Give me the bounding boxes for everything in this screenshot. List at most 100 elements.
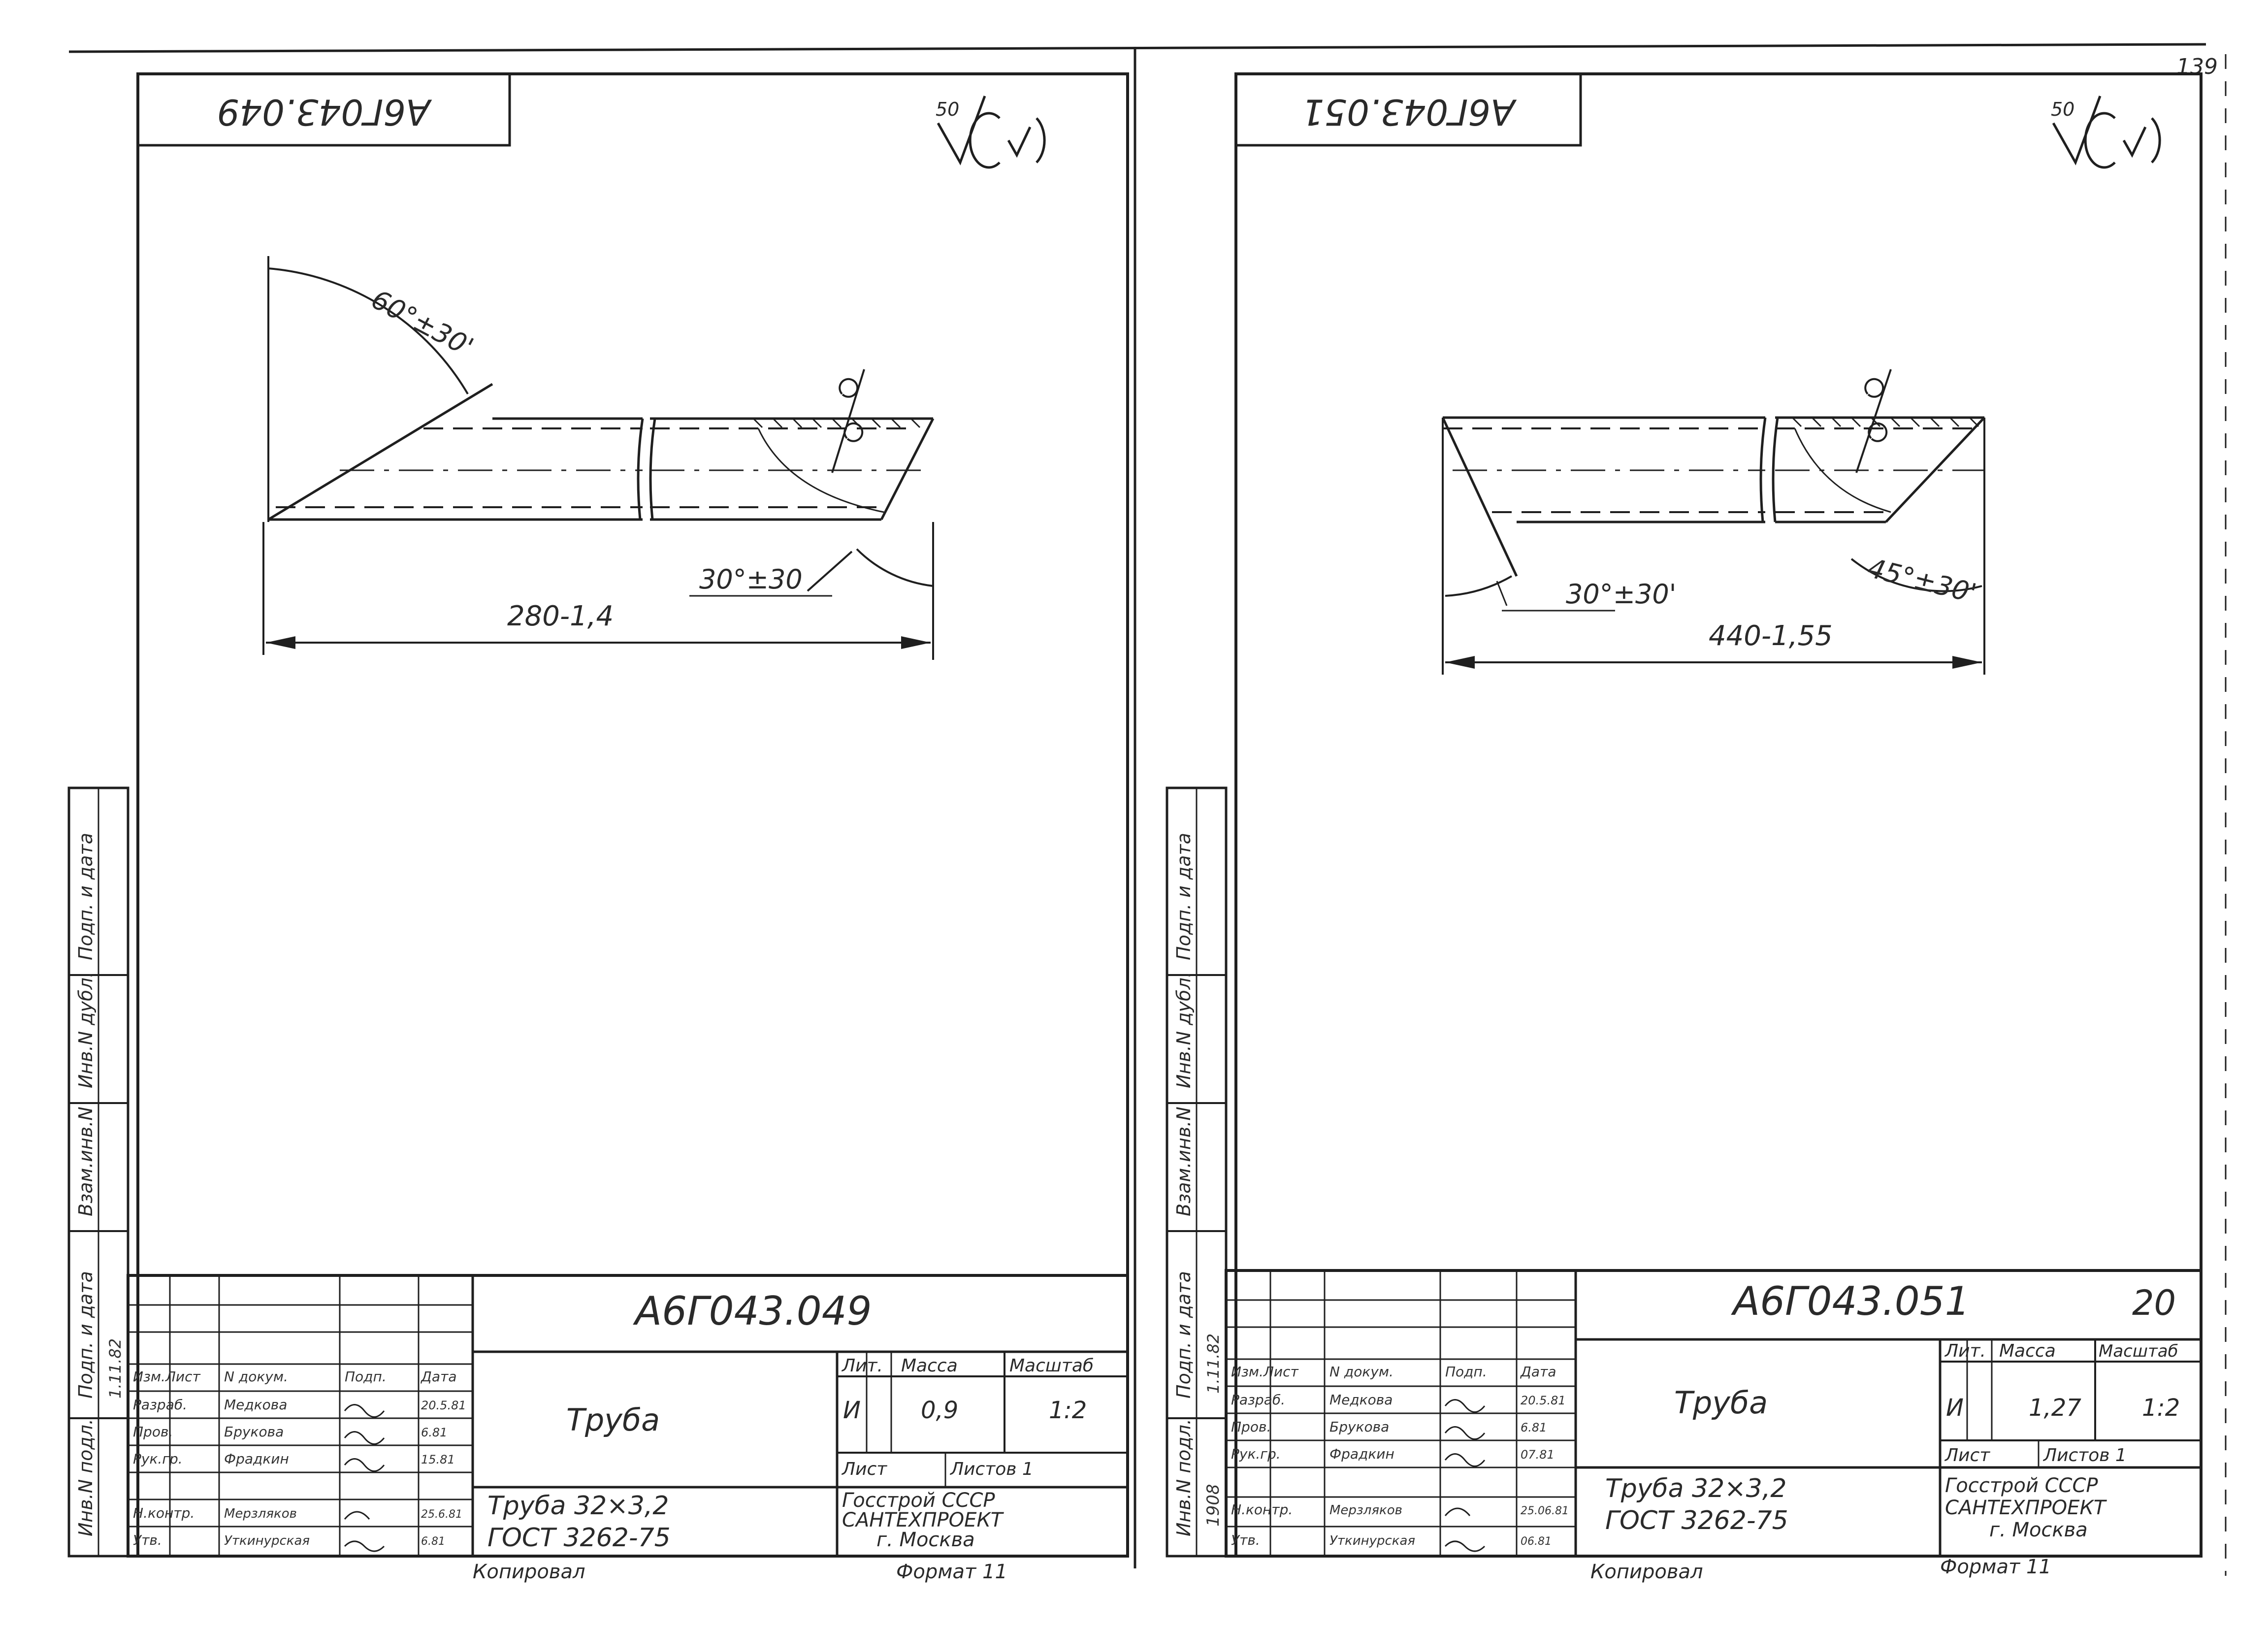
sheet-right-mass-header: Масса — [1999, 1341, 2056, 1361]
sig-name: Уткинурская — [224, 1533, 310, 1548]
sheet-left: А6Г043.049 50 60°±30' — [67, 72, 1129, 1583]
top-angle-arc — [268, 267, 469, 395]
sheet-right-side-strip: Инв.N подл. Подп. и дата Взам.инв.N Инв.… — [1166, 786, 1228, 1558]
sheet-left-frame — [136, 72, 1129, 1558]
sheet-right-sheet-label: Лист — [1944, 1445, 1990, 1465]
weld-hatching — [1791, 417, 1979, 427]
sheet-left-material-2: ГОСТ 3262-75 — [487, 1523, 671, 1553]
sheet-left-angle-top: 60°±30' — [366, 284, 479, 363]
side-label: Подп. и дата — [75, 1271, 97, 1399]
sig-role: Разраб. — [133, 1397, 187, 1413]
sig-name: Медкова — [224, 1397, 287, 1413]
sig-role: Пров. — [1231, 1419, 1271, 1435]
sheet-left-org-1: Госстрой СССР — [842, 1489, 995, 1512]
sig-name: Медкова — [1329, 1392, 1393, 1408]
sheet-right-material-2: ГОСТ 3262-75 — [1605, 1506, 1788, 1535]
sig-date: 6.81 — [1521, 1421, 1547, 1434]
right-bevel-line — [1885, 417, 1985, 523]
weld-contour — [757, 428, 884, 513]
element-1 — [807, 551, 853, 592]
sheet-right-page-number: 20 — [2132, 1283, 2176, 1323]
sheet-right-scale-value: 1:2 — [2142, 1394, 2180, 1422]
side-label: Подп. и дата — [1173, 1271, 1195, 1399]
sig-date: 15.81 — [421, 1453, 455, 1466]
sig-date: 25.6.81 — [421, 1508, 462, 1521]
sheet-left-angle-bottom: 30°±30 — [699, 564, 803, 595]
sig-date: 07.81 — [1521, 1448, 1555, 1462]
sheet-right-title: Труба — [1674, 1385, 1768, 1421]
sheet-left-sheet-label: Лист — [841, 1459, 887, 1479]
sheet-left-mass-value: 0,9 — [921, 1397, 958, 1424]
sig-role: Н.контр. — [1231, 1501, 1293, 1518]
sheet-right-roughness-icon — [2052, 96, 2161, 169]
weld-symbol-icon — [831, 369, 865, 473]
side-date: 1.11.82 — [1204, 1334, 1223, 1394]
sheet-right-title-block: А6Г043.051 20 Труба Труба 32×3,2 ГОСТ 32… — [1225, 1269, 2203, 1583]
sig-name: Фрадкин — [224, 1451, 289, 1467]
sheet-right-length: 440-1,55 — [1709, 620, 1833, 652]
element-49 — [1496, 581, 1508, 606]
sheet-left-pipe-drawing: 60°±30' 30°±30 280-1,4 — [262, 256, 935, 660]
sheet-right-copied: Копировал — [1590, 1561, 1703, 1583]
bottom-angle-arc — [856, 548, 934, 587]
sheet-left-top-code-box — [136, 72, 511, 147]
right-bevel-line — [880, 418, 935, 521]
sheet-left-lit-header: Лит. — [841, 1356, 883, 1376]
weld-contour — [1794, 428, 1891, 513]
sheet-left-mass-header: Масса — [901, 1356, 958, 1376]
sheet-right-lit-header: Лит. — [1944, 1341, 1986, 1361]
sheet-right-org-1: Госстрой СССР — [1945, 1474, 2098, 1497]
sheet-right-format: Формат 11 — [1940, 1556, 2051, 1578]
sig-role: Разраб. — [1231, 1392, 1285, 1408]
side-label: Инв.N подл. — [75, 1419, 97, 1536]
top-edge-line — [68, 43, 2206, 53]
sig-role: Рук.гр. — [133, 1451, 183, 1467]
sheet-left-scale-value: 1:2 — [1049, 1397, 1087, 1424]
sig-date: 6.81 — [421, 1426, 447, 1439]
element-50 — [1850, 558, 1982, 592]
sig-date: 20.5.81 — [1521, 1394, 1566, 1407]
sheet-left-top-code: А6Г043.049 — [217, 91, 432, 132]
side-label: Инв.N подл. — [1173, 1419, 1195, 1536]
weld-symbol-icon — [1855, 369, 1892, 473]
sig-sign: Подп. — [1445, 1364, 1487, 1380]
sig-role: Н.контр. — [133, 1505, 194, 1521]
sheet-right-frame — [1234, 72, 2203, 1558]
side-label: Инв.N дубл. — [75, 972, 97, 1088]
side-label: Подп. и дата — [75, 833, 97, 960]
sig-name: Фрадкин — [1329, 1446, 1394, 1462]
sig-date: 25.06.81 — [1521, 1505, 1569, 1517]
sig-date: Дата — [1520, 1364, 1556, 1380]
sheet-left-roughness-icon — [937, 96, 1046, 169]
sig-name: Мерзляков — [224, 1506, 297, 1521]
left-bevel-line — [1441, 417, 1518, 577]
sig-date: 6.81 — [421, 1535, 445, 1548]
sheet-right-signature-table: Изм.Лист N докум. Подп. Дата Разраб. Мед… — [1231, 1364, 1569, 1552]
sheet-right-org-3: г. Москва — [1989, 1519, 2088, 1541]
sheet-right-scale-header: Масштаб — [2099, 1341, 2178, 1361]
sheet-left-sheets-label: Листов 1 — [949, 1459, 1034, 1479]
sheet-left-signature-table: Изм.Лист N докум. Подп. Дата Разраб. Мед… — [133, 1368, 466, 1552]
sig-date: 20.5.81 — [421, 1399, 466, 1412]
sheet-right-angle-right: 45°±30' — [1865, 552, 1979, 609]
sheet-right-pipe-drawing: 30°±30' 45°±30' 440-1,55 — [1441, 369, 1985, 675]
sheet-right-top-code: А6Г043.051 — [1302, 91, 1517, 132]
sig-role: Утв. — [133, 1532, 162, 1548]
sheet-left-title: Труба — [566, 1402, 660, 1438]
sheet-right-mass-value: 1,27 — [2029, 1394, 2081, 1422]
sig-name: Брукова — [1329, 1419, 1389, 1435]
sheet-right-lit-value: И — [1946, 1394, 1964, 1422]
sig-sign: Подп. — [345, 1368, 387, 1385]
sheet-right-sheets-label: Листов 1 — [2042, 1445, 2127, 1465]
element-44 — [1759, 417, 1779, 522]
pipe-break-marks — [637, 418, 656, 520]
sheet-right-roughness-value: 50 — [2051, 98, 2074, 120]
sheet-left-format: Формат 11 — [896, 1561, 1007, 1583]
sheet-left-length: 280-1,4 — [507, 600, 614, 632]
sig-name: N докум. — [1329, 1364, 1393, 1380]
sheet-right-angle-left: 30°±30' — [1566, 579, 1677, 610]
sheet-right-material-1: Труба 32×3,2 — [1605, 1474, 1786, 1503]
handwritten-signatures-icon — [344, 1404, 385, 1552]
sig-name: Брукова — [224, 1424, 284, 1440]
sig-name: N докум. — [224, 1368, 288, 1385]
